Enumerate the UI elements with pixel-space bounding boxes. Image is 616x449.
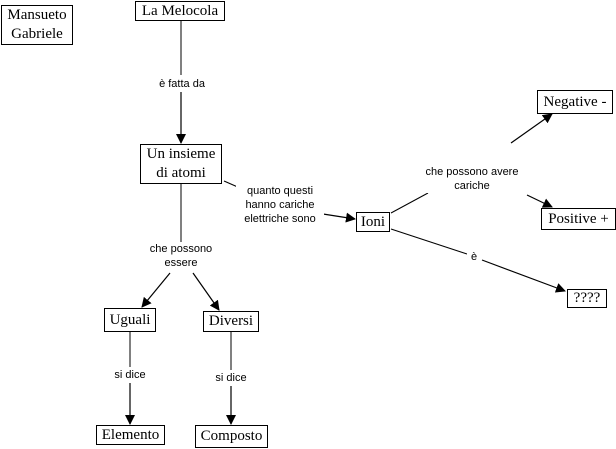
connector-label-to-negative	[510, 113, 553, 144]
concept-ioni[interactable]: Ioni	[356, 212, 390, 232]
connector-e-to-unknown	[481, 259, 566, 293]
link-label-possono-avere-cariche[interactable]: che possono avere cariche	[417, 165, 527, 193]
link-label-e-fatta-da[interactable]: è fatta da	[152, 77, 212, 91]
concept-unknown[interactable]: ????	[567, 289, 607, 308]
concept-author[interactable]: Mansueto Gabriele	[1, 5, 73, 45]
concept-la-melocola[interactable]: La Melocola	[135, 1, 225, 21]
connector-label2-to-uguali	[141, 272, 171, 308]
link-label-cariche-elettriche[interactable]: quanto questi hanno cariche elettriche s…	[236, 184, 324, 226]
connector-ioni-to-e	[390, 228, 468, 255]
connector-ioni-to-label	[390, 192, 429, 214]
concept-uguali[interactable]: Uguali	[104, 308, 156, 332]
concept-diversi[interactable]: Diversi	[203, 311, 259, 332]
link-label-possono-essere[interactable]: che possono essere	[144, 242, 218, 270]
connector-label2-to-diversi	[192, 272, 220, 311]
link-label-si-dice-diversi[interactable]: si dice	[211, 371, 251, 385]
concept-composto[interactable]: Composto	[195, 425, 268, 448]
concept-negative[interactable]: Negative -	[537, 90, 613, 114]
concept-positive[interactable]: Positive +	[541, 208, 616, 230]
link-label-e[interactable]: è	[467, 250, 481, 264]
connector-label-to-positive	[526, 194, 553, 208]
link-label-si-dice-uguali[interactable]: si dice	[110, 368, 150, 382]
concept-un-insieme-di-atomi[interactable]: Un insieme di atomi	[140, 144, 222, 184]
concept-elemento[interactable]: Elemento	[96, 425, 165, 445]
connector-label-to-ioni	[322, 212, 356, 223]
